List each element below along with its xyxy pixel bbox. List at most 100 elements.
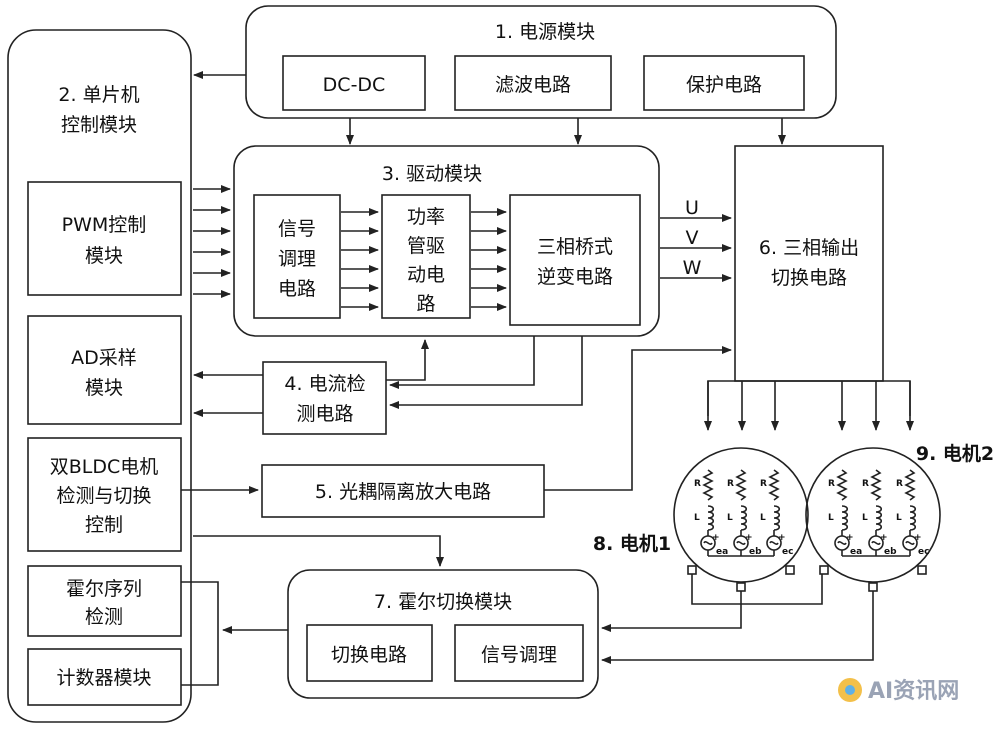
sig-line3: 电路 [278, 278, 316, 300]
ad-sampling-box [27, 315, 182, 425]
m2-r-b: R [862, 479, 869, 489]
m2-l-b: L [862, 513, 868, 523]
opto-isolation-module: 5. 光耦隔离放大电路 [261, 464, 545, 518]
sig-line1: 信号 [278, 218, 316, 240]
hall-switch-title: 7. 霍尔切换模块 [374, 591, 512, 613]
motor2-hall-pin-a [819, 565, 829, 575]
motor2-coil-b [868, 469, 884, 557]
m2-r-a: R [828, 479, 835, 489]
current-line2: 测电路 [296, 403, 353, 425]
phase-u-label: U [685, 197, 699, 219]
phase-w-label: W [683, 257, 702, 279]
mcu-title-line2: 控制模块 [61, 114, 137, 136]
sig-line2: 调理 [278, 248, 316, 270]
signal-cond2-label: 信号调理 [481, 644, 557, 666]
counter-label: 计数器模块 [56, 667, 151, 689]
protect-label: 保护电路 [686, 74, 762, 96]
m1-l-a: L [694, 513, 700, 523]
opto-label: 5. 光耦隔离放大电路 [315, 481, 491, 503]
filter-label: 滤波电路 [495, 74, 571, 96]
hall-seq-line2: 检测 [85, 606, 123, 628]
motor2-hall-pin-b [868, 582, 878, 592]
ad-label-line2: 模块 [85, 377, 123, 399]
dual-label-line2: 检测与切换 [56, 485, 151, 507]
hall-sequence-box [27, 565, 182, 637]
bridge-line1: 三相桥式 [537, 236, 613, 258]
pwm-label-line2: 模块 [85, 245, 123, 267]
three-phase-switch: 6. 三相输出 切换电路 [734, 145, 884, 382]
signal-cond-box [253, 194, 341, 319]
motor2-coil-a [834, 469, 850, 557]
m1-l-c: L [760, 513, 766, 523]
m1-plus-b: + [745, 533, 753, 543]
m1-r-c: R [760, 479, 767, 489]
m1-r-b: R [727, 479, 734, 489]
motor2-label: 9. 电机2 [916, 442, 994, 465]
pwr-line4: 路 [416, 293, 435, 315]
motor1: R R R L L L + + + ea eb ec [673, 447, 809, 592]
pwr-line2: 管驱 [407, 235, 445, 257]
hall-seq-line1: 霍尔序列 [66, 578, 142, 600]
phase-v-label: V [686, 227, 699, 249]
motor2-hall-pin-c [917, 565, 927, 575]
m1-emf-b: eb [749, 547, 762, 557]
power-module: 1. 电源模块 DC-DC 滤波电路 保护电路 [245, 5, 837, 119]
switch3-line1: 6. 三相输出 [759, 237, 859, 259]
m2-l-c: L [896, 513, 902, 523]
pwr-line1: 功率 [407, 206, 445, 228]
pwm-label-line1: PWM控制 [62, 214, 147, 236]
driver-title: 3. 驱动模块 [382, 163, 482, 185]
current-line1: 4. 电流检 [284, 373, 365, 395]
switch-circuit-label: 切换电路 [331, 644, 407, 666]
bridge-box [509, 194, 641, 326]
m2-plus-c: + [914, 533, 922, 543]
protect-box [643, 55, 805, 111]
motor1-hall-pin-c [785, 565, 795, 575]
m2-plus-b: + [880, 533, 888, 543]
power-title: 1. 电源模块 [495, 21, 595, 43]
dual-label-line3: 控制 [85, 514, 123, 536]
dcdc-label: DC-DC [323, 74, 386, 96]
m2-emf-c: ec [918, 547, 929, 557]
motor1-coil-c [766, 469, 782, 557]
m2-emf-b: eb [884, 547, 897, 557]
bridge-line2: 逆变电路 [537, 266, 613, 288]
m1-plus-c: + [778, 533, 786, 543]
m1-emf-a: ea [716, 547, 728, 557]
connections [181, 71, 914, 686]
dcdc-box [282, 55, 426, 111]
pwr-line3: 动电 [407, 264, 445, 286]
motor1-coil-a [700, 469, 716, 557]
current-detect-module: 4. 电流检 测电路 [262, 361, 387, 435]
ad-label-line1: AD采样 [71, 347, 137, 369]
motor1-coil-b [733, 469, 749, 557]
m1-l-b: L [727, 513, 733, 523]
motor2: R R R L L L + + + ea eb ec [805, 447, 941, 592]
m2-r-c: R [896, 479, 903, 489]
motor1-hall-pin-b [736, 582, 746, 592]
m2-plus-a: + [846, 533, 854, 543]
m2-emf-a: ea [850, 547, 862, 557]
motor1-hall-pin-a [687, 565, 697, 575]
driver-module: 3. 驱动模块 信号 调理 电路 功率 管驱 动电 路 三相桥式 逆变电路 [233, 145, 660, 337]
watermark: AI资讯网 [838, 678, 959, 704]
motor1-label: 8. 电机1 [593, 532, 671, 555]
power-driver-box [381, 194, 471, 319]
switch-circuit-box [306, 624, 433, 682]
m1-r-a: R [694, 479, 701, 489]
motor2-coil-c [902, 469, 918, 557]
watermark-text: AI资讯网 [868, 679, 959, 704]
m2-l-a: L [828, 513, 834, 523]
mcu-module: 2. 单片机 控制模块 PWM控制 模块 AD采样 模块 双BLDC电机 检测与… [7, 29, 192, 723]
hall-switch-module: 7. 霍尔切换模块 切换电路 信号调理 [287, 569, 599, 699]
mcu-title-line1: 2. 单片机 [58, 84, 139, 106]
counter-box [27, 648, 182, 706]
m1-plus-a: + [712, 533, 720, 543]
m1-emf-c: ec [782, 547, 793, 557]
switch3-line2: 切换电路 [771, 267, 847, 289]
signal-cond2-box [454, 624, 584, 682]
pwm-control-box [27, 181, 182, 296]
dual-bldc-box [27, 437, 182, 552]
filter-box [454, 55, 612, 111]
